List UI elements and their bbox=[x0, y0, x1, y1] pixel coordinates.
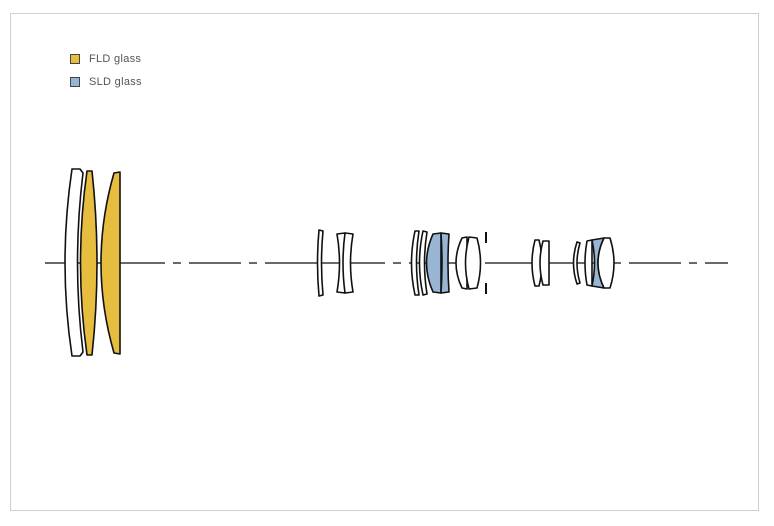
diagram-frame bbox=[10, 13, 759, 511]
legend-label-fld: FLD glass bbox=[89, 52, 142, 65]
lens-element-14 bbox=[539, 240, 550, 286]
lens-element-18 bbox=[597, 237, 615, 289]
legend: FLD glass SLD glass bbox=[70, 47, 142, 93]
sld-swatch bbox=[70, 76, 80, 87]
fld-swatch bbox=[70, 53, 80, 64]
legend-item-sld: SLD glass bbox=[70, 70, 142, 93]
lens-element-11 bbox=[455, 236, 468, 290]
lens-element-15 bbox=[572, 241, 581, 285]
lens-element-7 bbox=[410, 230, 420, 296]
legend-item-fld: FLD glass bbox=[70, 47, 142, 70]
lens-element-3-fld bbox=[100, 171, 121, 355]
lens-element-9-sld bbox=[425, 232, 442, 294]
lens-element-6 bbox=[342, 232, 354, 294]
lens-element-16 bbox=[584, 239, 593, 287]
lens-element-10-sld bbox=[440, 232, 450, 294]
lens-element-1 bbox=[64, 168, 84, 357]
lens-element-2-fld bbox=[79, 170, 98, 356]
lens-element-12 bbox=[464, 236, 482, 290]
lens-element-4 bbox=[316, 229, 324, 297]
lens-element-8 bbox=[418, 230, 428, 296]
legend-label-sld: SLD glass bbox=[89, 75, 142, 88]
